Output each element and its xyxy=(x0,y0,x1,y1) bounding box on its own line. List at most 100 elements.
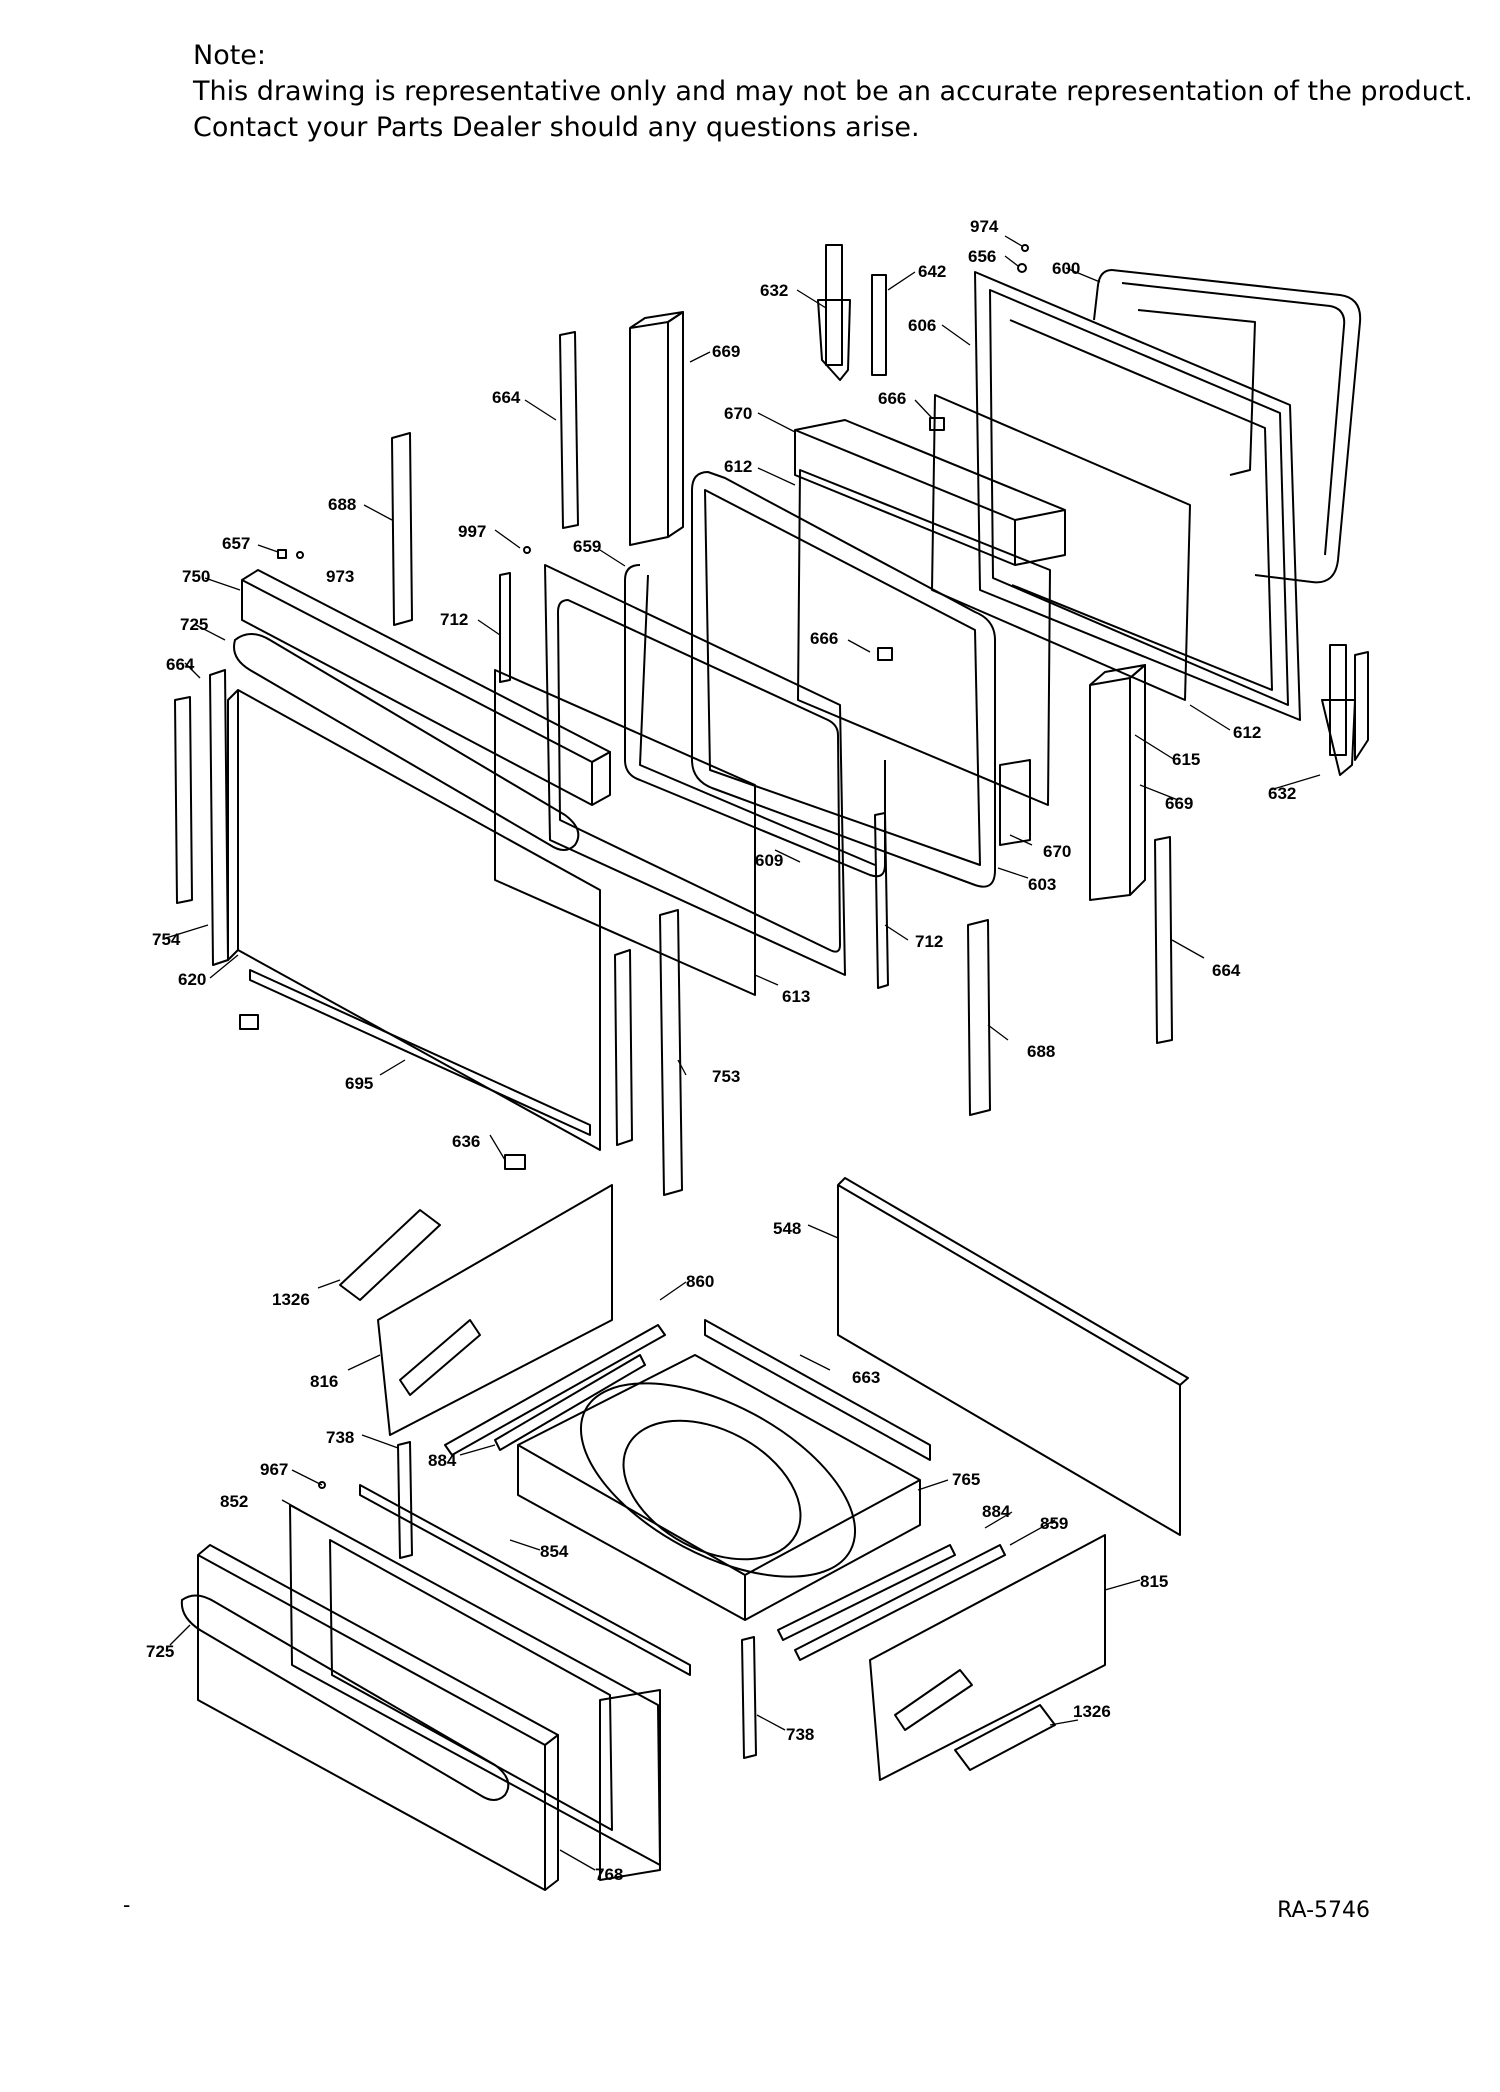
side-panel-815 xyxy=(869,1534,1106,1781)
label-688-top: 688 xyxy=(328,495,356,514)
washer-656 xyxy=(1017,263,1027,273)
label-664-top: 664 xyxy=(492,388,521,407)
label-695: 695 xyxy=(345,1074,373,1093)
slide-884-right xyxy=(794,1544,1006,1661)
label-815: 815 xyxy=(1140,1572,1168,1591)
label-688-bottom: 688 xyxy=(1027,1042,1055,1061)
label-615: 615 xyxy=(1172,750,1200,769)
clip-666-top xyxy=(929,417,945,431)
trim-754 xyxy=(209,669,229,966)
screw-974 xyxy=(1021,244,1029,252)
label-613: 613 xyxy=(782,987,810,1006)
hinge-bracket-642 xyxy=(871,274,887,376)
screw-967 xyxy=(318,1481,326,1489)
label-606: 606 xyxy=(908,316,936,335)
strip-664-left xyxy=(174,696,193,904)
label-967: 967 xyxy=(260,1460,288,1479)
door-glass-613 xyxy=(494,669,756,996)
label-663: 663 xyxy=(852,1368,880,1387)
label-750: 750 xyxy=(182,567,210,586)
drawer-frame-852 xyxy=(289,1504,661,1881)
door-liner-603 xyxy=(691,471,996,888)
label-884-right: 884 xyxy=(982,1502,1011,1521)
note-line-2: Contact your Parts Dealer should any que… xyxy=(193,112,920,143)
label-884-left: 884 xyxy=(428,1451,457,1470)
door-frame-606 xyxy=(974,271,1301,721)
label-642: 642 xyxy=(918,262,946,281)
handle-725-bottom xyxy=(180,1594,510,1801)
label-974: 974 xyxy=(970,217,999,236)
trim-695 xyxy=(249,969,591,1136)
label-854: 854 xyxy=(540,1542,569,1561)
label-725-bottom: 725 xyxy=(146,1642,174,1661)
clip-657 xyxy=(277,549,287,559)
label-632-right: 632 xyxy=(1268,784,1296,803)
label-738-left: 738 xyxy=(326,1428,354,1447)
label-548: 548 xyxy=(773,1219,801,1238)
label-670-top: 670 xyxy=(724,404,752,423)
note-heading: Note: xyxy=(193,40,267,71)
gasket-659 xyxy=(624,564,886,878)
rail-663 xyxy=(704,1319,931,1461)
screw-973 xyxy=(296,551,304,559)
shield-1326-left xyxy=(339,1209,441,1301)
label-659: 659 xyxy=(573,537,601,556)
channel-712-left xyxy=(499,572,511,683)
control-panel-750 xyxy=(241,569,611,806)
drawer-tub-765 xyxy=(517,1354,921,1621)
rear-panel-548 xyxy=(837,1177,1189,1536)
label-600: 600 xyxy=(1052,259,1080,278)
strip-664-top xyxy=(559,331,579,529)
door-outer-glass-600 xyxy=(1093,269,1362,584)
clip-636 xyxy=(504,1154,526,1170)
clip-666-mid xyxy=(877,647,893,661)
glass-612-front xyxy=(797,469,1051,806)
label-612-right: 612 xyxy=(1233,723,1261,742)
bracket-688-bottom xyxy=(967,919,991,1116)
shield-1326-right xyxy=(954,1704,1056,1771)
insulation-669-right xyxy=(1089,664,1146,901)
insulation-669-top xyxy=(629,311,684,546)
strip-664-right xyxy=(1154,836,1173,1044)
disclaimer-note: Note: This drawing is representative onl… xyxy=(193,38,1473,146)
label-664-left: 664 xyxy=(166,655,195,674)
label-753: 753 xyxy=(712,1067,740,1086)
label-1326-left: 1326 xyxy=(272,1290,310,1309)
label-656: 656 xyxy=(968,247,996,266)
label-852: 852 xyxy=(220,1492,248,1511)
label-632-top: 632 xyxy=(760,281,788,300)
glass-612-rear xyxy=(931,394,1191,701)
slide-884-left xyxy=(494,1354,646,1451)
bracket-738-right xyxy=(741,1636,757,1759)
label-603: 603 xyxy=(1028,875,1056,894)
label-612-top: 612 xyxy=(724,457,752,476)
hinge-632-right xyxy=(1321,644,1369,776)
door-panel-620 xyxy=(227,689,601,1151)
label-609: 609 xyxy=(755,851,783,870)
label-670-bottom: 670 xyxy=(1043,842,1071,861)
label-620: 620 xyxy=(178,970,206,989)
label-768: 768 xyxy=(595,1865,623,1884)
trim-side-strip xyxy=(614,949,633,1146)
bar-854 xyxy=(359,1484,691,1676)
label-997: 997 xyxy=(458,522,486,541)
clip-695 xyxy=(239,1014,259,1030)
label-636: 636 xyxy=(452,1132,480,1151)
label-664-right: 664 xyxy=(1212,961,1241,980)
reference-code: RA-5746 xyxy=(1277,1898,1370,1923)
channel-712-right xyxy=(874,812,889,989)
drawer-front-768 xyxy=(197,1544,559,1891)
label-666-mid: 666 xyxy=(810,629,838,648)
slide-860 xyxy=(444,1324,666,1456)
label-712-top: 712 xyxy=(440,610,468,629)
trim-753 xyxy=(659,909,683,1196)
label-657: 657 xyxy=(222,534,250,553)
handle-725-top xyxy=(233,633,580,851)
label-738-right: 738 xyxy=(786,1725,814,1744)
note-line-1: This drawing is representative only and … xyxy=(193,76,1473,107)
label-666-top: 666 xyxy=(878,389,906,408)
label-712-bottom: 712 xyxy=(915,932,943,951)
screw-997 xyxy=(523,546,531,554)
label-765: 765 xyxy=(952,1470,980,1489)
